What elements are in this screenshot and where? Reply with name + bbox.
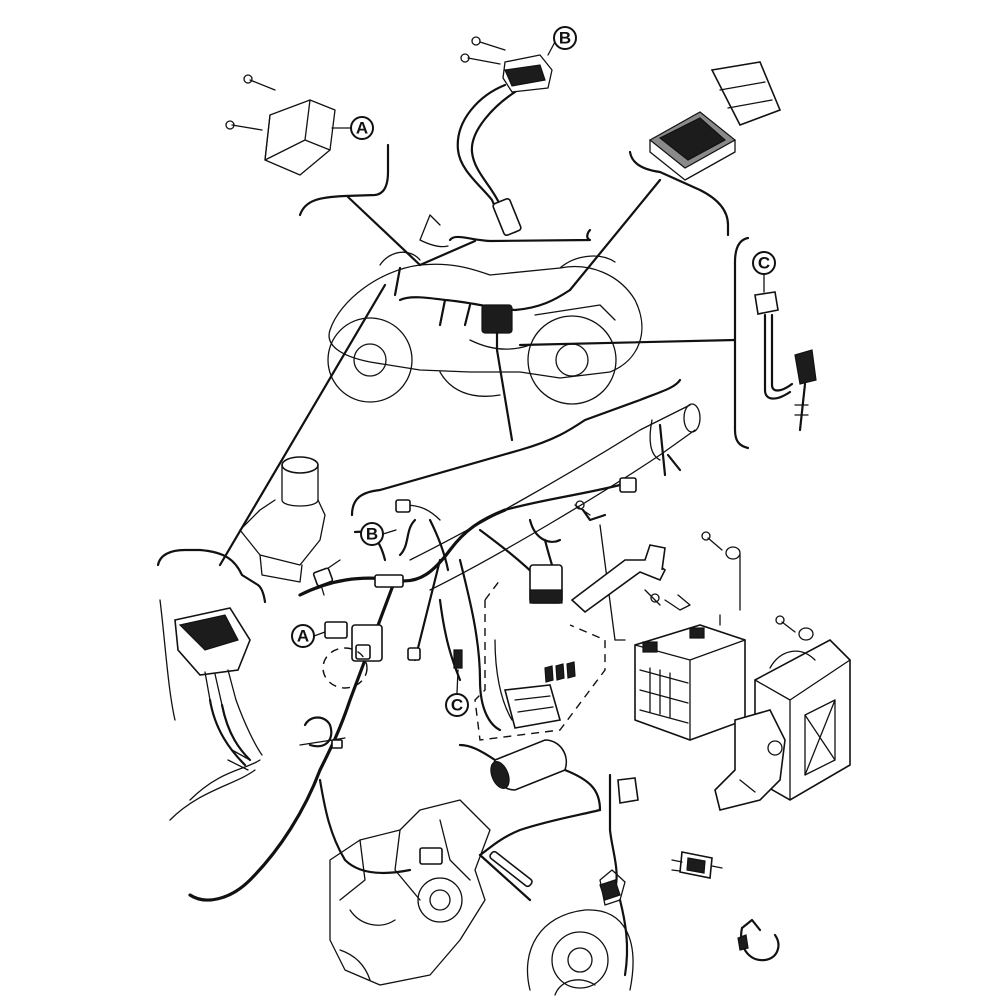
callout-a-harness-group: A	[291, 621, 421, 689]
atv-outline	[327, 214, 643, 405]
detail-connector-module	[568, 61, 782, 292]
screws-right	[701, 531, 814, 641]
callout-b-harness-label: B	[366, 525, 378, 544]
wire-clip	[737, 918, 780, 962]
callout-c-harness-label: C	[451, 696, 463, 715]
ignition-switch	[239, 456, 326, 583]
fuse-detail	[474, 564, 606, 741]
callout-a-top-label: A	[356, 119, 368, 138]
zip-ties	[299, 716, 346, 749]
callout-b-harness-group: B	[360, 522, 397, 546]
harness-bracket-outline	[350, 348, 682, 517]
callout-b-top-label: B	[559, 29, 571, 48]
battery-assembly	[570, 500, 746, 741]
capacitor	[458, 739, 602, 812]
atv-harness	[393, 266, 737, 352]
detail-c-sensor: C	[733, 236, 817, 450]
callout-b-top	[553, 26, 577, 50]
callout-a-harness-label: A	[297, 627, 309, 646]
frame-tube	[409, 403, 701, 591]
callout-a-top	[350, 116, 374, 140]
engine-block	[329, 799, 491, 986]
callout-c-top	[752, 251, 776, 275]
battery-box	[714, 639, 851, 811]
callout-c-harness-group: C	[445, 649, 469, 717]
detail-b-coil: B	[418, 26, 592, 267]
small-connector	[671, 851, 723, 879]
main-harness	[188, 477, 637, 902]
detail-a-relay: A	[225, 74, 422, 267]
stator-assembly	[526, 869, 634, 996]
callout-c-top-label: C	[758, 254, 770, 273]
left-relay-detail	[156, 283, 387, 821]
callout-c-harness	[445, 693, 469, 717]
